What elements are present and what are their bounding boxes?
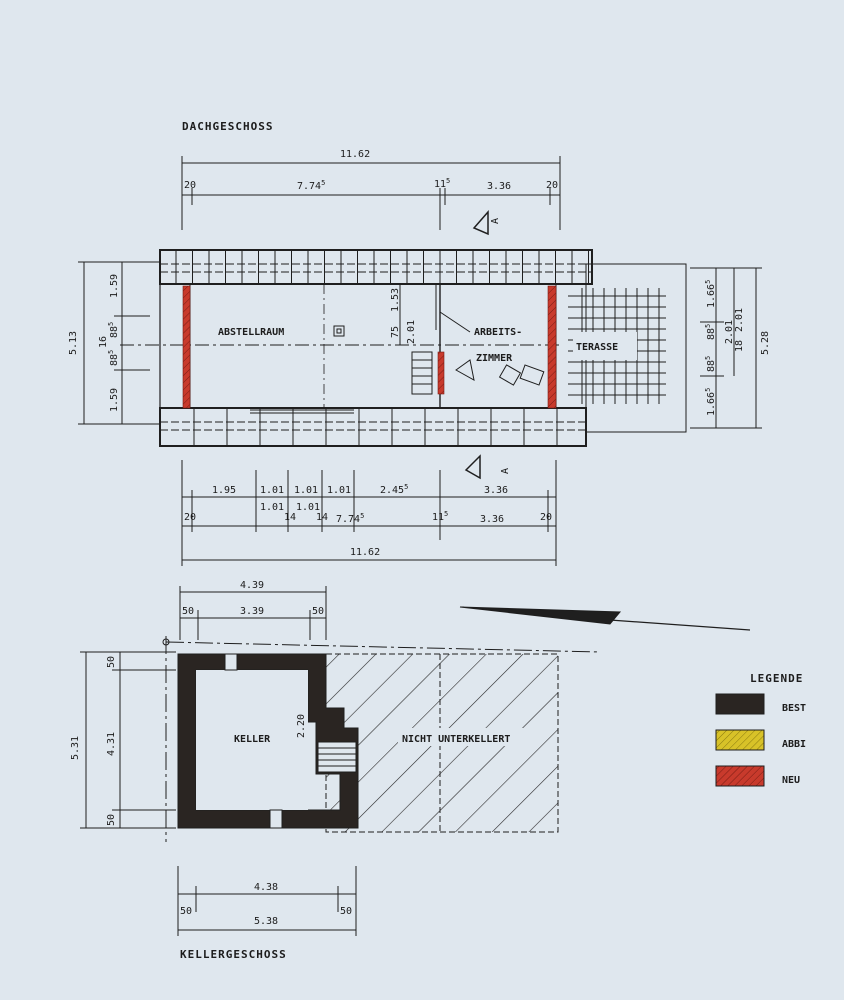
svg-text:50: 50 — [340, 906, 352, 917]
attic-dim-depth-right: 5.28 — [760, 331, 771, 355]
attic-new-walls — [182, 285, 557, 409]
svg-text:2.01: 2.01 — [724, 320, 735, 344]
basement-floor-plan: 4.39 50 3.39 50 5.31 4.31 50 50 NICHT UN… — [70, 580, 601, 961]
svg-text:2.455: 2.455 — [380, 483, 408, 496]
terrace: TERASSE — [568, 263, 687, 433]
attic-walls — [120, 249, 593, 447]
attic-inner-dims: 1.53 75 2.01 — [390, 284, 417, 345]
svg-text:1.59: 1.59 — [109, 274, 120, 298]
legend-label-abbruch: ABBI — [782, 739, 806, 750]
legend-swatch-neu — [715, 765, 765, 787]
legend-swatch-abbruch — [715, 729, 765, 751]
svg-text:1.665: 1.665 — [704, 388, 717, 416]
svg-text:14: 14 — [284, 512, 296, 523]
svg-text:50: 50 — [106, 656, 117, 668]
svg-text:75: 75 — [390, 326, 401, 338]
attic-left-dimensions — [78, 261, 160, 425]
svg-text:1.59: 1.59 — [109, 388, 120, 412]
attic-dim-span-right: 3.36 — [487, 181, 511, 192]
svg-text:2.01: 2.01 — [734, 308, 745, 332]
svg-text:2.01: 2.01 — [406, 320, 417, 344]
attic-rafters-bottom — [193, 408, 558, 446]
svg-text:2.20: 2.20 — [296, 714, 307, 738]
basement-title: KELLERGESCHOSS — [180, 948, 287, 961]
attic-right-dimensions — [690, 267, 762, 429]
attic-dim-wall-left: 20 — [184, 180, 196, 191]
attic-dim-total-bottom: 11.62 — [350, 547, 380, 558]
attic-dim-wall-right: 20 — [546, 180, 558, 191]
attic-top-dimensions — [181, 156, 561, 230]
svg-text:5.31: 5.31 — [70, 736, 81, 760]
svg-text:885: 885 — [704, 324, 717, 340]
legend-label-neu: NEU — [782, 775, 800, 786]
svg-text:3.36: 3.36 — [484, 485, 508, 496]
attic-dim-span-left: 7.745 — [297, 179, 325, 192]
attic-dim-total-top: 11.62 — [340, 149, 370, 160]
svg-text:18: 18 — [734, 340, 745, 352]
not-basement-label: NICHT UNTERKELLERT — [402, 734, 510, 745]
svg-text:1.01: 1.01 — [327, 485, 351, 496]
attic-dim-depth-left: 5.13 — [68, 331, 79, 355]
terrace-label: TERASSE — [576, 342, 618, 353]
svg-text:885: 885 — [107, 350, 120, 366]
svg-text:1.665: 1.665 — [704, 280, 717, 308]
attic-dim-wall-mid: 115 — [434, 177, 450, 190]
svg-text:50: 50 — [182, 606, 194, 617]
svg-text:20: 20 — [184, 512, 196, 523]
svg-text:4.31: 4.31 — [106, 732, 117, 756]
svg-text:1.95: 1.95 — [212, 485, 236, 496]
svg-text:A: A — [490, 218, 501, 224]
attic-bottom-dimensions — [181, 460, 557, 566]
legend: LEGENDE BEST ABBI NEU — [715, 672, 806, 787]
room-arbeitszimmer-line1: ARBEITS- — [474, 327, 522, 338]
attic-title: DACHGESCHOSS — [182, 120, 273, 133]
north-arrow — [459, 606, 751, 631]
svg-text:1.53: 1.53 — [390, 288, 401, 312]
svg-text:1.01: 1.01 — [260, 502, 284, 513]
svg-text:50: 50 — [180, 906, 192, 917]
legend-title: LEGENDE — [750, 672, 803, 685]
room-keller: KELLER — [234, 734, 271, 745]
basement-top-dimensions — [179, 586, 327, 640]
svg-text:4.38: 4.38 — [254, 882, 278, 893]
attic-rafters-top — [175, 250, 589, 284]
legend-swatch-bestand — [715, 693, 765, 715]
basement-bottom-dimensions — [177, 866, 357, 936]
svg-text:5.38: 5.38 — [254, 916, 278, 927]
svg-text:1.01: 1.01 — [296, 502, 320, 513]
section-marker-top: A — [472, 210, 501, 236]
svg-text:16: 16 — [98, 336, 109, 348]
svg-text:A: A — [500, 468, 511, 474]
svg-text:14: 14 — [316, 512, 328, 523]
legend-label-bestand: BEST — [782, 703, 806, 714]
attic-bottom-dim-labels: 1.95 1.01 1.01 1.01 2.455 3.36 1.01 14 1… — [184, 483, 552, 558]
svg-text:3.39: 3.39 — [240, 606, 264, 617]
svg-text:3.36: 3.36 — [480, 514, 504, 525]
svg-text:885: 885 — [704, 356, 717, 372]
svg-text:50: 50 — [106, 814, 117, 826]
svg-text:50: 50 — [312, 606, 324, 617]
svg-text:7.745: 7.745 — [336, 512, 364, 525]
svg-text:20: 20 — [540, 512, 552, 523]
room-arbeitszimmer-line2: ZIMMER — [476, 353, 513, 364]
room-abstellraum: ABSTELLRAUM — [218, 327, 284, 338]
svg-text:1.01: 1.01 — [294, 485, 318, 496]
attic-floor-plan: DACHGESCHOSS 11.62 20 7.745 115 3.36 20 … — [68, 120, 771, 566]
section-marker-bottom: A — [464, 454, 511, 480]
svg-text:115: 115 — [432, 510, 448, 523]
basement-left-dimensions — [80, 651, 176, 829]
svg-text:885: 885 — [107, 322, 120, 338]
svg-text:1.01: 1.01 — [260, 485, 284, 496]
svg-text:4.39: 4.39 — [240, 580, 264, 591]
